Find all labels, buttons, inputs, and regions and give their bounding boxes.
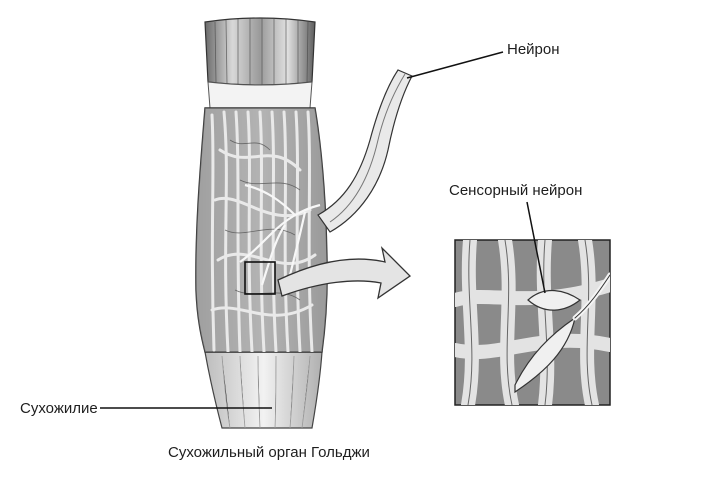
nerve-fiber [317,69,413,233]
leader-lines [100,51,546,409]
tendon [204,351,323,429]
label-tendon: Сухожилие [20,400,98,417]
muscle-fibers [204,17,316,111]
capsule [195,107,328,353]
diagram-caption: Сухожильный орган Гольджи [168,444,370,461]
zoom-region-box [244,261,276,295]
zoom-panel [454,239,611,406]
label-neuron: Нейрон [507,41,560,58]
label-sensory-neuron: Сенсорный нейрон [449,182,583,199]
zoom-arrow [277,245,412,300]
